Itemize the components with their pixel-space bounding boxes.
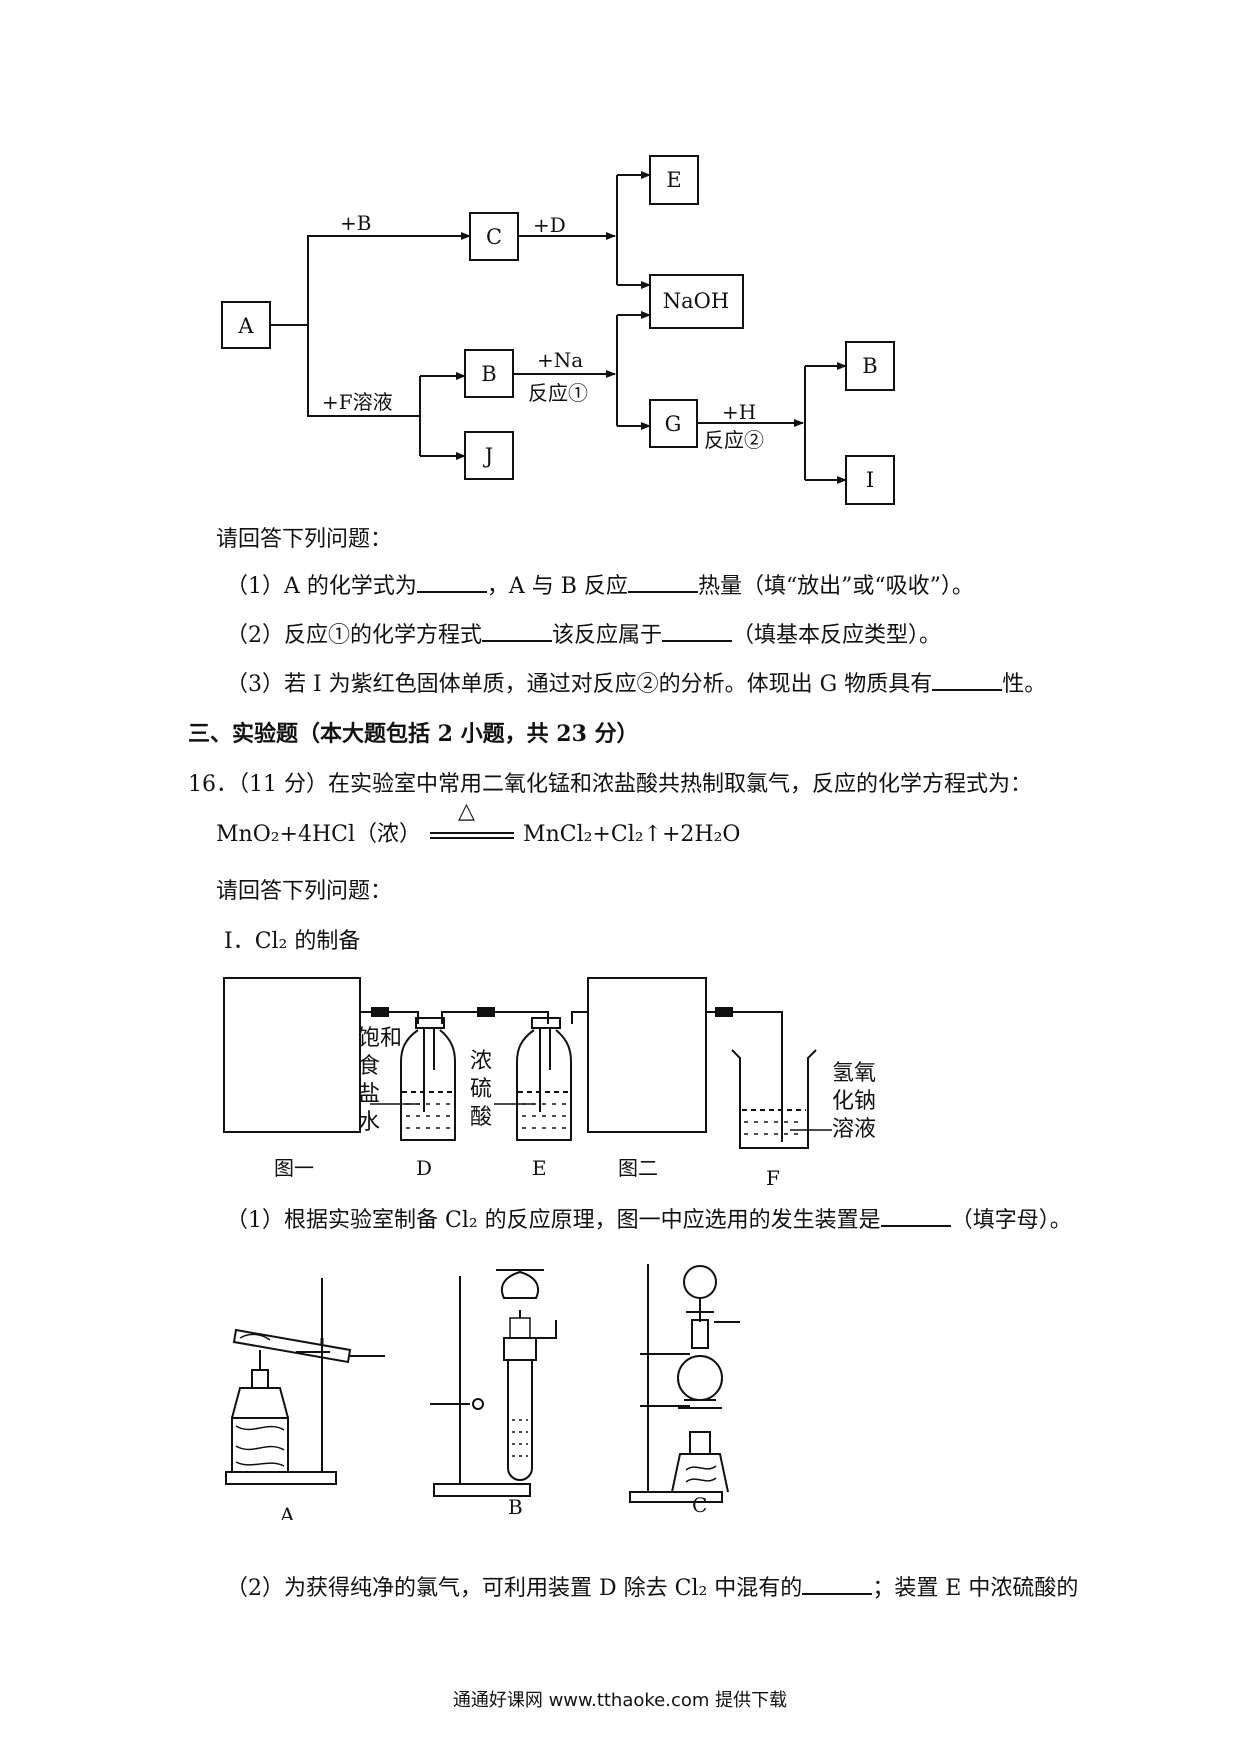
edge-label-plus-h: +H (722, 400, 756, 424)
acid-label-line-1: 浓 (470, 1049, 492, 1074)
equation-arrow: △ (428, 799, 516, 845)
q15-subquestion-3: （3）若 I 为紫红色固体单质，通过对反应②的分析。体现出 G 物质具有 性。 (226, 666, 1046, 698)
apparatus-e-caption: E (532, 1156, 547, 1180)
node-a: A (237, 314, 254, 338)
apparatus-train-diagram: 饱和 食 盐 水 浓 硫 酸 氢氧 化钠 溶液 图一 D E 图二 F (223, 977, 876, 1190)
node-j: J (483, 444, 493, 468)
brine-label-line-2: 食 (358, 1054, 380, 1079)
q15-subquestion-1: （1）A 的化学式为 ，A 与 B 反应 热量（填“放出”或“吸收”）。 (226, 568, 974, 600)
q15-3-text-b: 性。 (1002, 672, 1047, 697)
node-i: I (866, 468, 874, 492)
q15-2-text-c: （填基本反应类型）。 (732, 623, 942, 648)
node-b-product: B (862, 354, 877, 378)
setup-b-caption: B (508, 1495, 523, 1519)
page-footer: 通通好课网 www.tthaoke.com 提供下载 (452, 1690, 788, 1711)
figure-1-caption: 图一 (274, 1156, 314, 1180)
naoh-label-line-2: 化钠 (832, 1089, 876, 1114)
brine-label-line-1: 饱和 (358, 1026, 402, 1051)
q15-subquestion-2: （2）反应①的化学方程式 该反应属于 （填基本反应类型）。 (226, 617, 941, 649)
answer-blank[interactable] (416, 571, 487, 593)
chemical-equation: MnO₂+4HCl（浓） △ MnCl₂+Cl₂↑+2H₂O (216, 799, 741, 848)
node-g: G (665, 412, 682, 436)
q16-prompt: 请回答下列问题： (216, 879, 393, 904)
edge-label-plus-f-solution: +F溶液 (322, 390, 393, 414)
naoh-label-line-1: 氢氧 (832, 1061, 876, 1086)
q16-2-text-a: （2）为获得纯净的氯气，可利用装置 D 除去 Cl₂ 中混有的 (226, 1576, 803, 1601)
q16-1-text-a: （1）根据实验室制备 Cl₂ 的反应原理，图一中应选用的发生装置是 (226, 1208, 881, 1233)
acid-label-line-3: 酸 (470, 1105, 492, 1130)
answer-blank[interactable] (482, 620, 552, 642)
equation-right: MnCl₂+Cl₂↑+2H₂O (523, 822, 741, 847)
heating-condition: △ (458, 799, 475, 824)
q16-subquestion-1: （1）根据实验室制备 Cl₂ 的反应原理，图一中应选用的发生装置是 （填字母）。 (226, 1202, 1072, 1234)
edge-label-plus-d: +D (533, 213, 566, 237)
brine-label-line-4: 水 (358, 1110, 380, 1135)
acid-label-line-2: 硫 (470, 1077, 492, 1102)
answer-blank[interactable] (932, 669, 1003, 691)
q15-prompt: 请回答下列问题： (216, 527, 393, 552)
setup-c-caption: C (692, 1493, 707, 1517)
edge-label-reaction-1: 反应① (528, 381, 588, 405)
apparatus-d-caption: D (416, 1156, 432, 1180)
brine-label-line-3: 盐 (358, 1082, 380, 1107)
answer-blank[interactable] (802, 1573, 873, 1595)
q16-1-text-b: （填字母）。 (950, 1208, 1072, 1233)
answer-blank[interactable] (627, 571, 698, 593)
part-1-heading: Ⅰ．Cl₂ 的制备 (224, 929, 361, 954)
q16-intro: 16．（11 分）在实验室中常用二氧化锰和浓盐酸共热制取氯气，反应的化学方程式为… (188, 772, 1032, 797)
figure-2-caption: 图二 (618, 1156, 658, 1180)
answer-blank[interactable] (880, 1205, 951, 1227)
q15-2-text-a: （2）反应①的化学方程式 (226, 623, 482, 648)
node-naoh: NaOH (663, 289, 729, 313)
edge-label-plus-na: +Na (537, 348, 583, 372)
q16-subquestion-2: （2）为获得纯净的氯气，可利用装置 D 除去 Cl₂ 中混有的 ；装置 E 中浓硫… (226, 1570, 1078, 1602)
q15-1-text-c: 热量（填“放出”或“吸收”）。 (697, 574, 974, 599)
section-3-heading: 三、实验题（本大题包括 2 小题，共 23 分） (188, 721, 639, 747)
setup-a-caption: A (279, 1503, 295, 1520)
q15-3-text-a: （3）若 I 为紫红色固体单质，通过对反应②的分析。体现出 G 物质具有 (226, 672, 933, 697)
generator-setups-diagram: A B C (225, 1264, 740, 1520)
q15-1-text-a: （1）A 的化学式为 (226, 574, 417, 599)
q15-1-text-b: ，A 与 B 反应 (486, 574, 628, 599)
equation-left: MnO₂+4HCl（浓） (216, 822, 422, 847)
node-c: C (486, 225, 502, 249)
edge-label-plus-b: +B (340, 211, 371, 235)
q16-2-text-b: ；装置 E 中浓硫酸的 (872, 1576, 1079, 1601)
naoh-label-line-3: 溶液 (832, 1117, 876, 1142)
node-b: B (481, 362, 496, 386)
reaction-flowchart: A C E NaOH B J G B I +B +F溶液 +D +Na 反应① … (221, 155, 895, 505)
node-e: E (666, 168, 681, 192)
edge-label-reaction-2: 反应② (704, 428, 764, 452)
apparatus-f-caption: F (766, 1166, 780, 1190)
answer-blank[interactable] (662, 620, 733, 642)
q15-2-text-b: 该反应属于 (552, 623, 663, 648)
